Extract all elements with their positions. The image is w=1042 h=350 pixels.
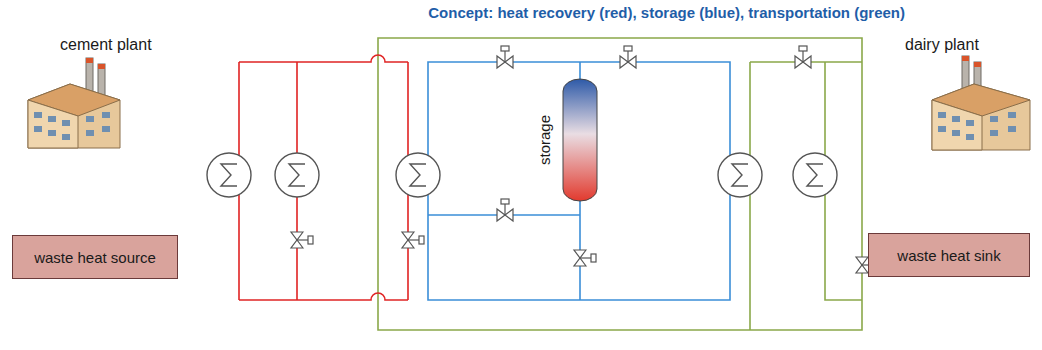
recovery-pipe: [239, 55, 408, 300]
facade: [932, 100, 982, 150]
plant-label: cement plant: [60, 36, 152, 54]
building: [28, 84, 120, 148]
tank-body: [563, 79, 597, 201]
box-label: waste heat source: [34, 249, 156, 266]
chimney-band: [98, 64, 105, 69]
heat-exchanger: [207, 153, 251, 197]
tank-shape: [562, 78, 598, 202]
storage-tank: storage: [562, 78, 598, 202]
transport-pipe: [378, 38, 862, 330]
plant-box: waste heat source: [12, 235, 178, 279]
valve-symbol: [402, 232, 424, 248]
diagram-title: Concept: heat recovery (red), storage (b…: [428, 4, 905, 21]
storage-pipe: [428, 62, 730, 300]
valve-symbol: [620, 46, 636, 68]
heat-exchanger: [793, 153, 837, 197]
valve-symbol: [291, 232, 313, 248]
heat-exchanger: [718, 153, 762, 197]
valve-symbol: [497, 199, 513, 221]
storage-label: storage: [536, 115, 553, 165]
facade: [28, 100, 78, 148]
windows: [938, 112, 1016, 140]
chimney-band: [962, 56, 969, 61]
valve-symbol: [795, 46, 811, 68]
plant-label: dairy plant: [905, 36, 979, 54]
heat-exchanger: [396, 153, 440, 197]
valve-symbol: [574, 250, 596, 266]
plant-box: waste heat sink: [868, 233, 1030, 277]
valve-symbol: [497, 46, 513, 68]
heat-exchanger: [275, 153, 319, 197]
cement-plant-icon: [28, 58, 120, 148]
chimney-band: [86, 58, 93, 63]
box-label: waste heat sink: [897, 247, 1000, 264]
chimney-band: [974, 62, 981, 67]
building: [932, 84, 1030, 150]
windows: [34, 112, 110, 140]
dairy-plant-icon: [932, 56, 1030, 150]
